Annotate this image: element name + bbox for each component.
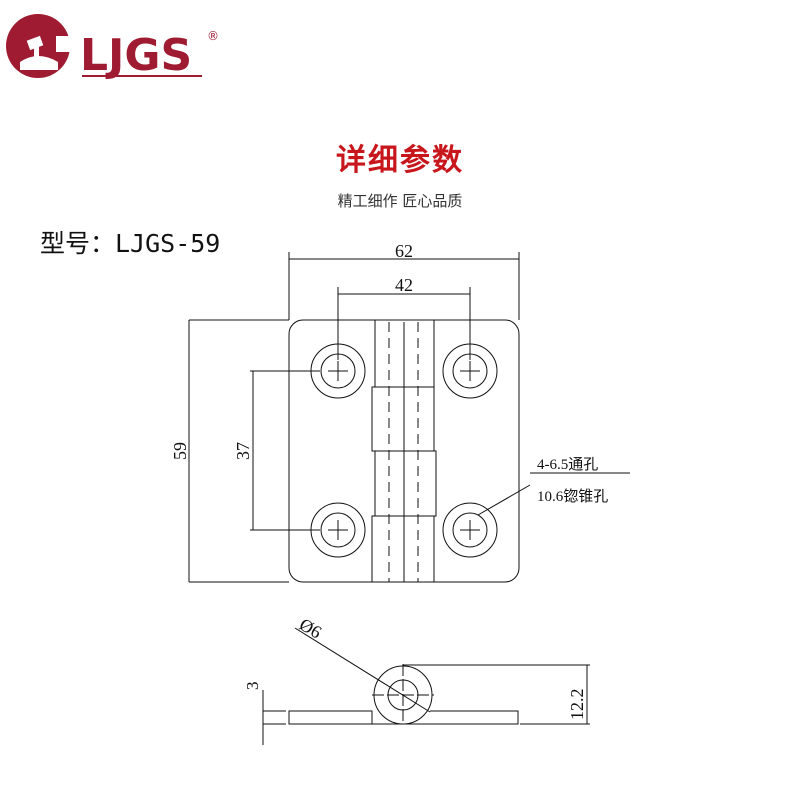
ljgs-logo: LJGS ®: [6, 14, 219, 81]
dim-knuckle-height: 12.2: [567, 689, 587, 721]
dim-hole-spacing-x: 42: [395, 275, 413, 295]
page-subtitle: 精工细作 匠心品质: [337, 192, 463, 210]
registered-mark: ®: [207, 29, 219, 43]
knuckle: [371, 320, 437, 582]
model-label: 型号：LJGS-59: [40, 229, 221, 258]
dim-hole-spacing-y: 37: [233, 442, 253, 460]
logo-text: LJGS: [80, 30, 192, 81]
dim-pin-diameter: Ø6: [296, 614, 325, 642]
page-title: 详细参数: [336, 143, 464, 178]
dim-width: 62: [395, 241, 413, 261]
hole-note-through: 4-6.5通孔: [537, 456, 598, 473]
hole-note-countersink: 10.6锪锥孔: [537, 488, 608, 505]
dim-height: 59: [170, 442, 190, 460]
dim-thickness: 3: [243, 682, 262, 691]
